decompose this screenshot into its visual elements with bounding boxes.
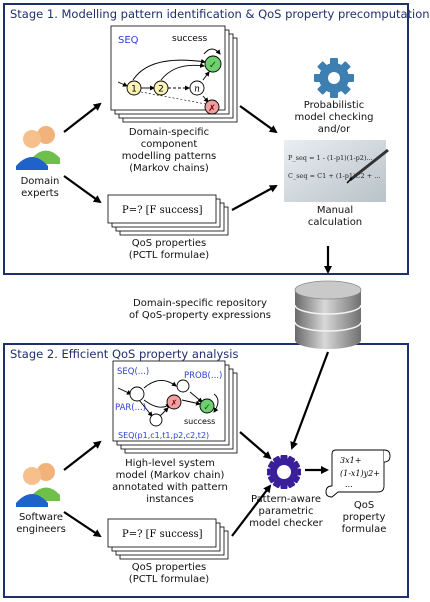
parametric-caption-line-2: parametric (258, 506, 314, 517)
success-label-stage1: success (172, 34, 208, 44)
qos-caption-stage1-line-2: (PCTL formulae) (128, 250, 210, 261)
arrow-qos-to-checker (231, 484, 272, 537)
diagram-canvas: SEQ success 1 2 n ✓ ✗ P=? [F success] (16, 25, 391, 560)
model-caption-line-2: model (Markov chain) (115, 470, 225, 481)
seq-pattern-label: SEQ (118, 35, 139, 46)
domain-experts-caption: Domain experts (10, 176, 70, 200)
stage2-title: Stage 2. Efficient QoS property analysis (10, 347, 239, 361)
qos-formulae-line-1: QoS (353, 500, 375, 511)
markov-chain-stage2 (117, 379, 219, 427)
success-label-stage2: success (184, 417, 215, 426)
patterns-caption-line-3: modelling patterns (121, 151, 217, 162)
arrow-patterns-to-checking (239, 105, 278, 134)
arrow-model-to-checker (239, 431, 272, 460)
qos-caption-stage2-line-2: (PCTL formulae) (128, 574, 210, 585)
arrow-engineers-to-qos (63, 511, 102, 538)
qos-caption-stage1-line-1: QoS properties (131, 238, 207, 249)
par-pattern-instance: PAR(...) (115, 403, 146, 413)
parametric-caption-line-3: model checker (249, 518, 323, 529)
domain-experts-line-1: Domain (20, 176, 60, 187)
software-engineers-icon (16, 463, 60, 507)
gear-icon (314, 58, 354, 98)
success-check-icon-stage2: ✓ (203, 403, 211, 413)
formula-line-2: (1-x1)y2+ (340, 469, 380, 478)
formula-line-1: 3x1+ (340, 456, 361, 465)
qos-formulae-caption: QoS property formulae (334, 500, 394, 536)
repository-caption: Domain-specific repository of QoS-proper… (110, 298, 290, 322)
repository-caption-line-1: Domain-specific repository (133, 298, 267, 309)
parametric-checker-caption: Pattern-aware parametric model checker (244, 494, 328, 530)
arrow-experts-to-patterns (63, 102, 102, 133)
qos-formulae-line-3: formulae (341, 524, 387, 535)
parametric-caption-line-1: Pattern-aware (250, 494, 322, 505)
seq-pattern-instance: SEQ(...) (117, 367, 149, 377)
probabilistic-checking-caption: Probabilistic model checking and/or (274, 100, 394, 136)
qos-caption-stage1: QoS properties (PCTL formulae) (104, 238, 234, 262)
qos-formula-stage1: P=? [F success] (122, 205, 203, 216)
qos-caption-stage2-line-1: QoS properties (131, 562, 207, 573)
patterns-caption-line-4: (Markov chains) (129, 163, 209, 174)
arrow-qos-to-checking (231, 185, 278, 211)
qos-formulae-line-2: property (342, 512, 386, 523)
qos-card-stack-stage1 (107, 194, 229, 236)
domain-experts-line-2: experts (21, 188, 59, 199)
failure-cross-icon: ✗ (208, 104, 216, 114)
manual-caption-line-2: calculation (307, 217, 363, 228)
repository-database-icon (294, 280, 362, 349)
arrow-repository-to-checker (290, 351, 330, 450)
qos-formula-stage2: P=? [F success] (122, 529, 203, 540)
manual-caption-line-1: Manual (316, 205, 354, 216)
patterns-caption: Domain-specific component modelling patt… (104, 127, 234, 175)
failure-cross-icon-stage2: ✗ (171, 399, 178, 408)
patterns-caption-line-2: component (140, 139, 198, 150)
formula-line-3: ... (345, 480, 353, 489)
repository-caption-line-2: of QoS-property expressions (129, 310, 271, 321)
domain-experts-icon (16, 126, 60, 170)
model-caption-line-3: annotated with pattern (112, 482, 228, 493)
stage1-title: Stage 1. Modelling pattern identificatio… (10, 7, 430, 21)
equation-line-1: P_seq = 1 - (1-p1)(1-p2)... (288, 154, 373, 162)
arrow-engineers-to-model (63, 440, 102, 471)
formulae-scroll-icon (325, 449, 391, 498)
software-engineers-line-2: engineers (16, 524, 66, 535)
software-engineers-caption: Software engineers (8, 512, 74, 536)
equation-photo (284, 140, 389, 202)
markov-node-2: 2 (158, 85, 164, 95)
markov-node-n: n (194, 85, 200, 95)
markov-chain-stage1 (117, 48, 222, 115)
parametric-checker-gear-icon (267, 455, 301, 489)
qos-caption-stage2: QoS properties (PCTL formulae) (104, 562, 234, 586)
probabilistic-caption-line-2: model checking (294, 112, 374, 123)
model-caption-line-1: High-level system (125, 458, 215, 469)
success-check-icon: ✓ (209, 60, 217, 71)
arrow-experts-to-qos (63, 175, 102, 204)
probabilistic-caption-line-1: Probabilistic (303, 100, 365, 111)
model-caption-line-4: instances (146, 494, 194, 505)
prob-pattern-instance: PROB(...) (184, 371, 222, 381)
patterns-caption-line-1: Domain-specific (128, 127, 210, 138)
software-engineers-line-1: Software (18, 512, 64, 523)
manual-calculation-caption: Manual calculation (290, 205, 380, 229)
seq-params-label: SEQ(p1,c1,t1,p2,c2,t2) (118, 431, 209, 440)
markov-node-1: 1 (131, 85, 137, 95)
model-caption: High-level system model (Markov chain) a… (104, 458, 236, 506)
qos-card-stack-stage2 (107, 518, 229, 560)
equation-line-2: C_seq = C1 + (1-p1)C2 + ... (288, 172, 380, 180)
probabilistic-caption-line-3: and/or (317, 124, 351, 135)
